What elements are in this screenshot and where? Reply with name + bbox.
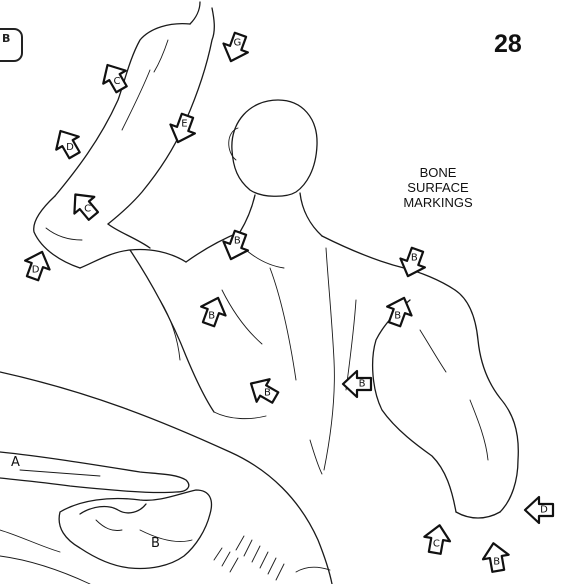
marker-arrow-d-4: D: [49, 125, 86, 162]
marker-arrow-c-2: C: [96, 59, 133, 96]
marker-letter: D: [66, 142, 74, 153]
marker-letter: E: [181, 119, 187, 130]
marker-letter: B: [359, 379, 366, 390]
marker-letter: B: [394, 310, 401, 321]
marker-letter: B: [264, 388, 271, 399]
marker-letter: B: [234, 236, 241, 247]
marker-arrow-b-12: B: [343, 371, 371, 397]
marker-letter: G: [233, 38, 241, 49]
shoulder-bones-inset: [0, 452, 330, 584]
marker-letter: C: [84, 204, 91, 215]
bone-label-b: B: [151, 536, 160, 551]
marker-arrow-b-7: B: [219, 228, 253, 263]
marker-arrow-d-6: D: [20, 247, 54, 282]
marker-arrow-b-8: B: [196, 293, 230, 328]
marker-letter: C: [114, 76, 121, 87]
marker-arrow-d-14: D: [525, 497, 553, 523]
marker-letter: B: [493, 556, 500, 567]
inset-circle-boundary: [0, 372, 332, 584]
marker-letter: D: [32, 264, 40, 275]
marker-arrow-b-9: B: [396, 245, 430, 280]
marker-letter: D: [540, 505, 548, 516]
marker-arrow-b-15: B: [481, 541, 511, 573]
marker-letter: C: [433, 538, 440, 549]
marker-letter: B: [411, 253, 418, 264]
marker-arrow-shape: [525, 497, 553, 523]
marker-letter: B: [208, 310, 215, 321]
marker-arrow-c-5: C: [65, 186, 103, 224]
marker-arrow-shape: [343, 371, 371, 397]
marker-arrow-c-13: C: [422, 523, 452, 555]
marker-arrow-b-11: B: [245, 372, 282, 409]
marker-arrow-e-3: E: [166, 111, 200, 146]
marker-arrow-g-1: G: [219, 30, 253, 65]
bone-label-a: A: [11, 455, 20, 470]
